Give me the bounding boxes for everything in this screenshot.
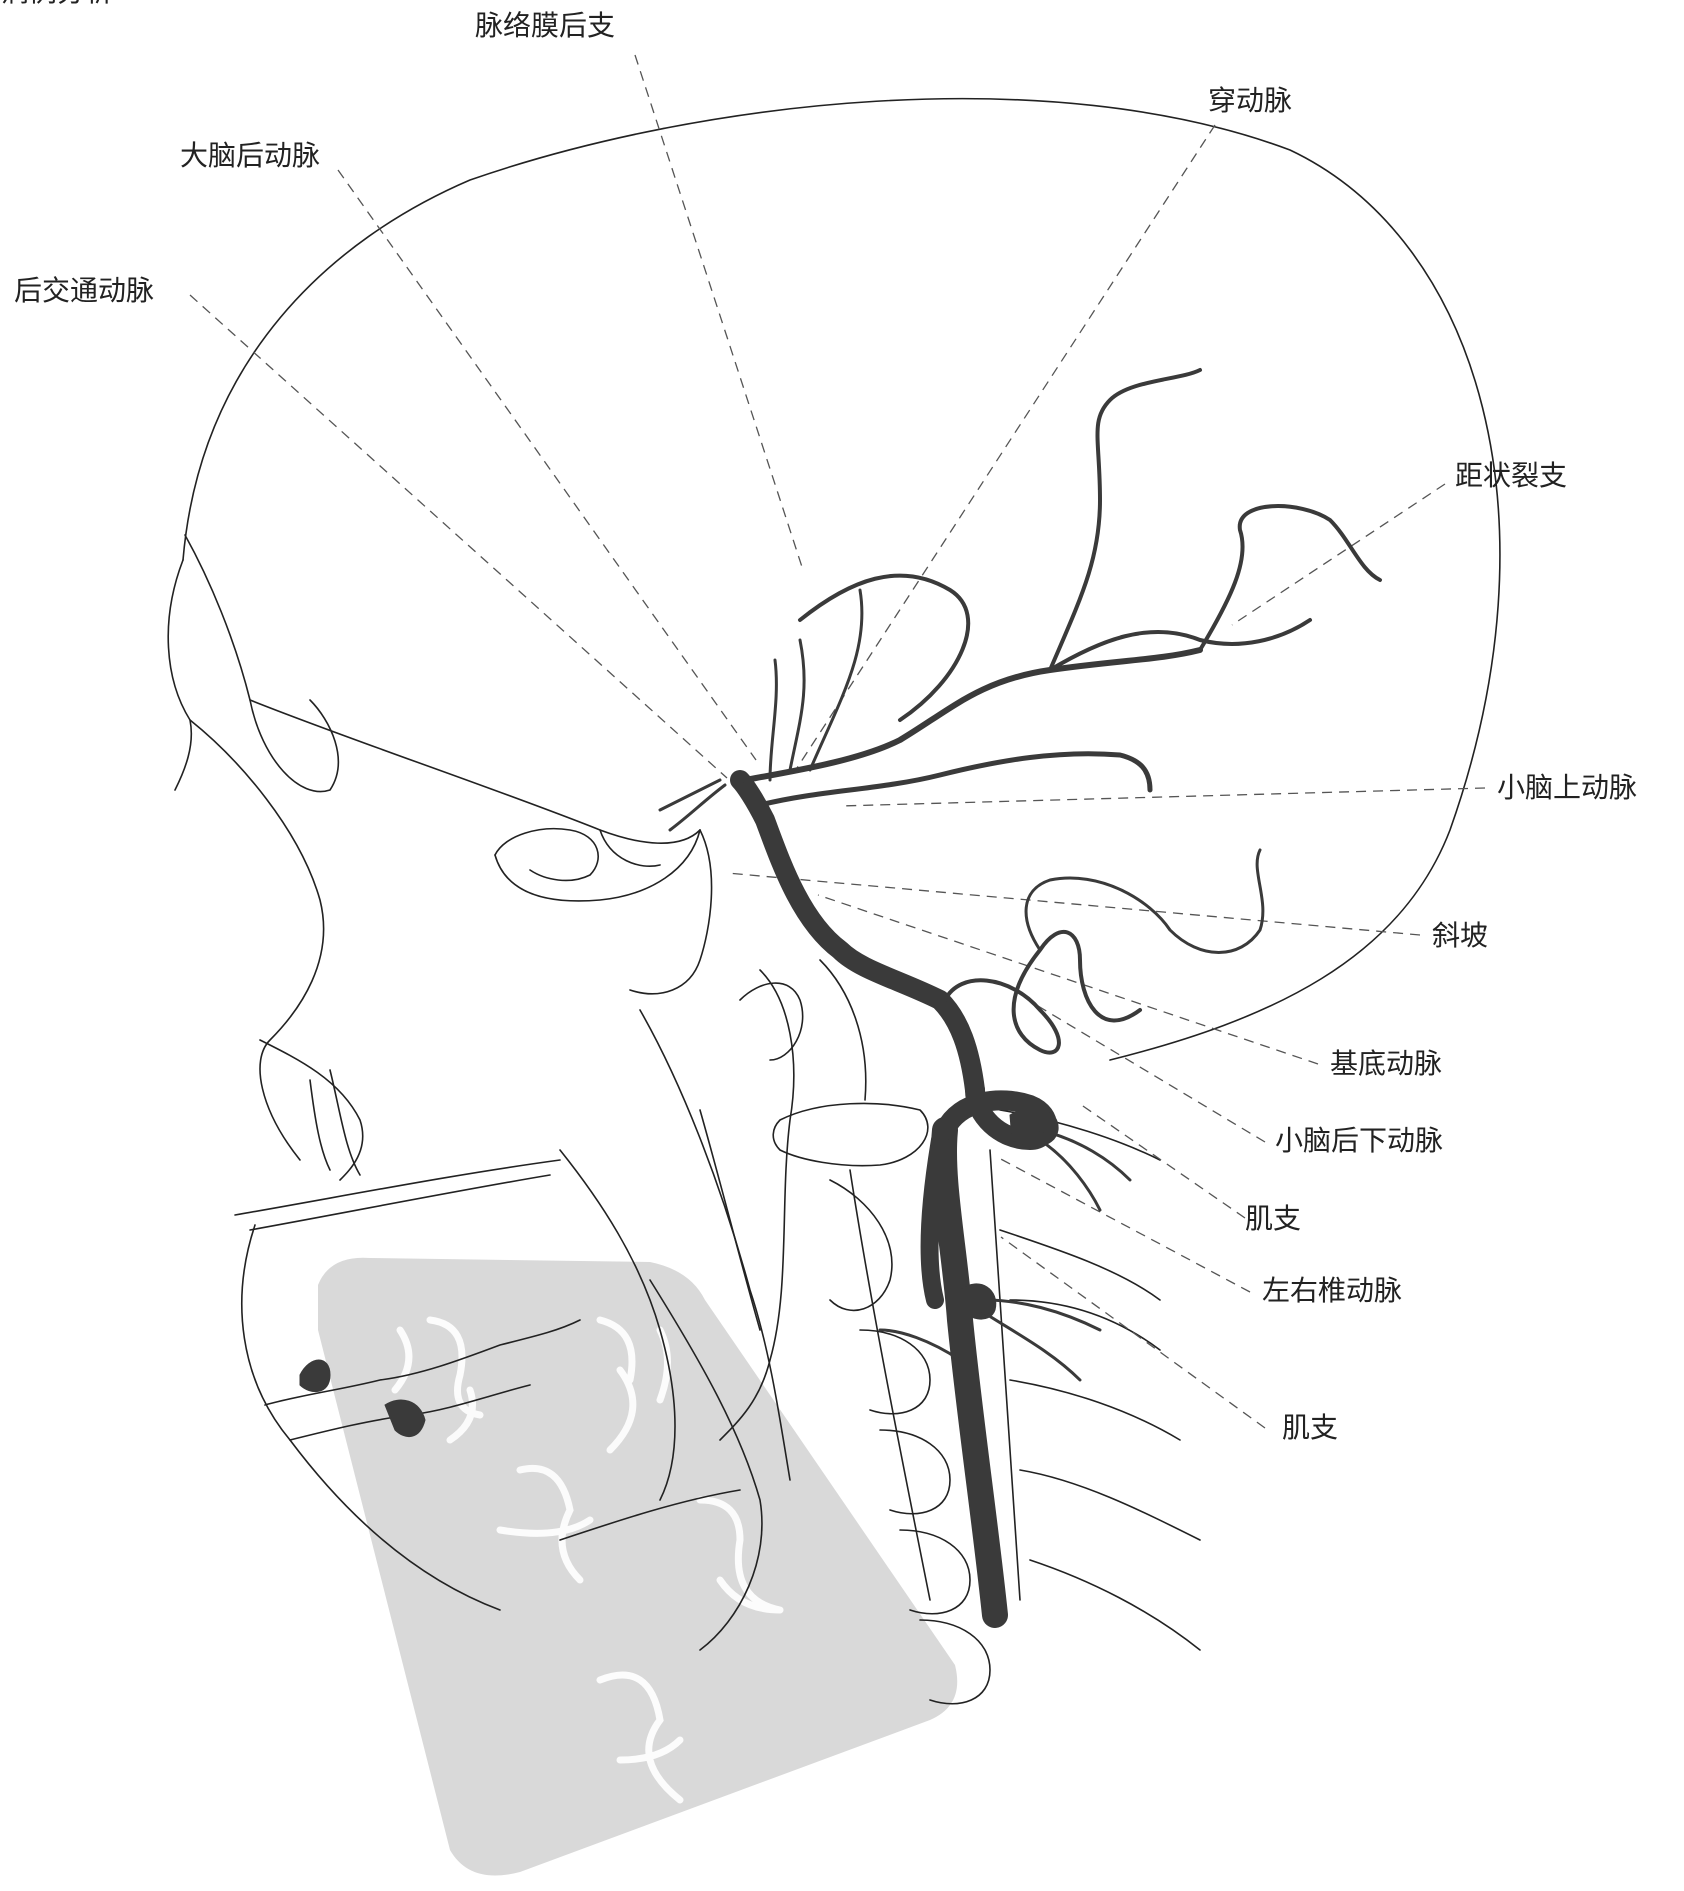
leader-muscular-upper bbox=[1079, 1103, 1246, 1219]
muscular-branch-upper bbox=[1038, 1128, 1132, 1212]
calcarine-branch bbox=[1048, 618, 1312, 672]
condyle bbox=[739, 982, 804, 1061]
c5-spinous bbox=[1019, 1469, 1201, 1541]
muscular-branch-lower bbox=[878, 1298, 1102, 1382]
frontal-bone bbox=[167, 559, 193, 791]
tongue-line bbox=[559, 1149, 676, 1501]
label-vertebral: 左右椎动脉 bbox=[1262, 1274, 1402, 1307]
c6-spinous bbox=[1029, 1559, 1201, 1651]
sella-region bbox=[494, 827, 599, 882]
zygoma bbox=[259, 1039, 364, 1181]
nasal-cavity-line-2 bbox=[309, 1079, 331, 1171]
hyoid-line bbox=[559, 1489, 741, 1541]
anterior-fossa bbox=[249, 699, 701, 844]
teeth-upper bbox=[264, 1319, 581, 1406]
facial-vessel-blot-1 bbox=[299, 1359, 331, 1393]
arterial-tree bbox=[299, 368, 1382, 1628]
cervical-spine bbox=[772, 1102, 1201, 1705]
c3-spinous bbox=[1009, 1299, 1161, 1351]
label-posterior-communicating: 后交通动脉 bbox=[14, 274, 154, 307]
label-basilar: 基底动脉 bbox=[1330, 1047, 1442, 1080]
facial-vessel-blot-2 bbox=[384, 1399, 426, 1438]
label-muscular-upper: 肌支 bbox=[1245, 1202, 1301, 1235]
mastoid bbox=[819, 959, 867, 1101]
leader-calcarine bbox=[1231, 483, 1446, 626]
choroidal-arc bbox=[798, 573, 971, 722]
label-calcarine: 距状裂支 bbox=[1455, 459, 1567, 492]
spinal-canal-posterior bbox=[989, 1149, 1021, 1601]
labels: 脉络膜后支 穿动脉 大脑后动脉 后交通动脉 距状裂支 小脑上动脉 斜坡 基底动脉… bbox=[14, 9, 1637, 1444]
atlas-arch bbox=[772, 1102, 929, 1167]
leader-perforating bbox=[796, 124, 1216, 769]
vertebral-artery-second bbox=[920, 1131, 949, 1309]
spinal-canal-anterior bbox=[849, 1169, 931, 1601]
c4-spinous bbox=[1009, 1379, 1181, 1441]
watermark-stamp: 病例分析 bbox=[1, 0, 958, 1876]
leader-basilar bbox=[817, 894, 1319, 1065]
label-muscular-lower: 肌支 bbox=[1282, 1411, 1338, 1444]
watermark-text: 病例分析 bbox=[1, 0, 113, 8]
label-pica: 小脑后下动脉 bbox=[1275, 1124, 1443, 1157]
label-perforating: 穿动脉 bbox=[1208, 84, 1292, 117]
label-superior-cerebellar: 小脑上动脉 bbox=[1497, 771, 1637, 804]
nasal-cavity-line-1 bbox=[329, 1069, 361, 1176]
pica-upper bbox=[1024, 848, 1265, 954]
pharynx-line bbox=[699, 1109, 761, 1331]
label-choroidal-posterior: 脉络膜后支 bbox=[475, 9, 615, 42]
clivus-line bbox=[629, 829, 713, 995]
leader-posterior-communicating bbox=[189, 294, 728, 779]
leader-muscular-lower bbox=[1000, 1236, 1266, 1429]
leader-vertebral bbox=[996, 1156, 1251, 1293]
axis-body bbox=[829, 1179, 893, 1312]
parieto-occipital-branch bbox=[1048, 368, 1202, 672]
leader-choroidal-posterior bbox=[634, 54, 804, 571]
axis-spinous bbox=[999, 1229, 1161, 1301]
skull-outline bbox=[167, 97, 1501, 1651]
hard-palate bbox=[234, 1159, 561, 1216]
c4-body bbox=[879, 1429, 951, 1515]
choroidal-branches bbox=[768, 588, 864, 782]
middle-fossa bbox=[599, 829, 661, 867]
c5-body bbox=[899, 1529, 971, 1615]
vertebral-bulb-lower bbox=[959, 1283, 997, 1320]
sphenoid-body bbox=[494, 829, 701, 902]
maxilla bbox=[189, 719, 325, 1161]
leader-lines bbox=[189, 54, 1486, 1429]
c6-body bbox=[919, 1619, 991, 1705]
leader-superior-cerebellar bbox=[839, 787, 1486, 807]
label-clivus: 斜坡 bbox=[1432, 919, 1488, 952]
cranial-vault bbox=[182, 97, 1501, 1061]
basilar-artery bbox=[730, 770, 985, 1100]
vertebral-artery-main bbox=[930, 1117, 1008, 1628]
watermark-glyphs bbox=[391, 1316, 784, 1804]
superior-cerebellar-artery bbox=[757, 751, 1153, 808]
styloid-line bbox=[639, 1009, 791, 1481]
posterior-cerebral-artery bbox=[742, 647, 1203, 783]
palate-lower bbox=[249, 1174, 551, 1231]
c3-body bbox=[859, 1329, 931, 1415]
vertebral-bulb-upper bbox=[1009, 1107, 1059, 1148]
pica-loop bbox=[943, 929, 1142, 1055]
mandible-ramus bbox=[719, 969, 795, 1441]
posterior-branch bbox=[1198, 504, 1382, 652]
mandible-angle bbox=[649, 1279, 763, 1651]
thalamo-perforators bbox=[658, 778, 727, 832]
leader-pica bbox=[1027, 999, 1266, 1143]
leader-clivus bbox=[726, 872, 1421, 936]
label-posterior-cerebral: 大脑后动脉 bbox=[180, 139, 320, 172]
orbit-roof bbox=[184, 534, 340, 793]
leader-posterior-cerebral bbox=[337, 169, 757, 761]
